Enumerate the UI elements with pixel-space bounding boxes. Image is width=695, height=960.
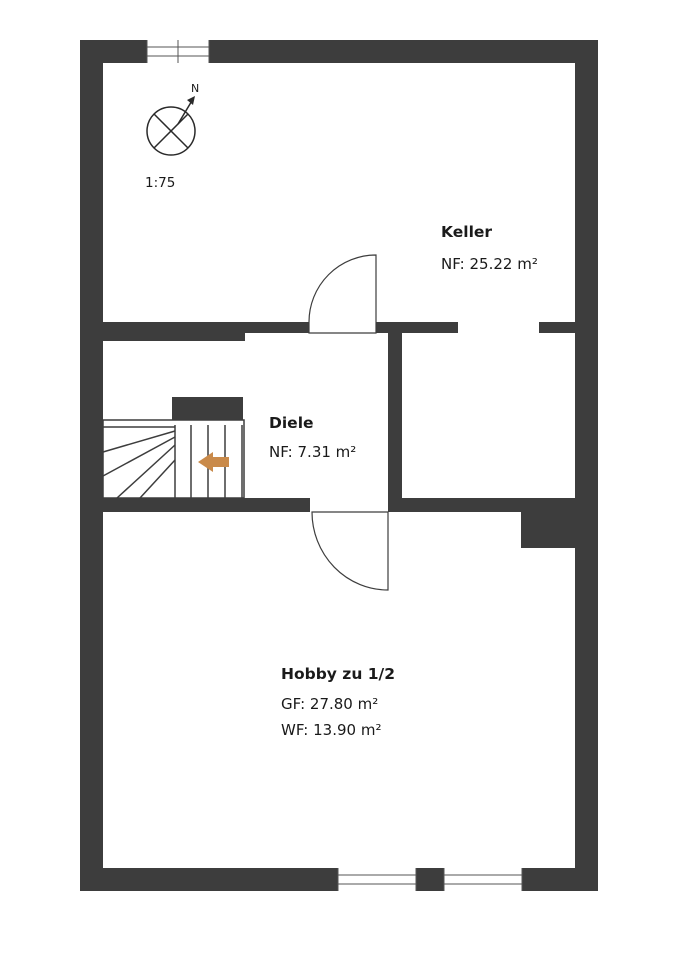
wall-keller-diele-left-thick	[103, 322, 245, 341]
north-label: N	[191, 82, 199, 95]
wall-right	[575, 40, 598, 891]
room-area-diele: NF: 7.31 m²	[269, 443, 356, 461]
room-diele: Diele NF: 7.31 m²	[269, 414, 356, 461]
window-bottom-right	[443, 868, 523, 891]
room-hobby: Hobby zu 1/2 GF: 27.80 m² WF: 13.90 m²	[281, 665, 395, 739]
wall-keller-diele-mid	[376, 322, 458, 333]
compass-icon	[146, 106, 196, 156]
interior-walls	[103, 322, 575, 548]
stair-direction-arrow	[198, 452, 229, 472]
wall-keller-right	[539, 322, 575, 333]
room-name-keller: Keller	[441, 223, 492, 241]
room-name-diele: Diele	[269, 414, 314, 432]
door-keller	[308, 254, 377, 334]
room-keller: Keller NF: 25.22 m²	[441, 223, 538, 273]
wall-left	[80, 40, 103, 891]
window-top	[146, 40, 210, 63]
wall-diele-right	[388, 322, 402, 498]
room-area-keller: NF: 25.22 m²	[441, 255, 538, 273]
chimney	[521, 498, 575, 548]
window-bottom-left	[337, 868, 417, 891]
room-name-hobby: Hobby zu 1/2	[281, 665, 395, 683]
compass: N	[146, 82, 199, 156]
north-arrow-icon	[187, 96, 195, 105]
scale-label: 1:75	[145, 175, 175, 191]
door-hobby	[311, 511, 389, 591]
room-wf-hobby: WF: 13.90 m²	[281, 721, 381, 739]
room-gf-hobby: GF: 27.80 m²	[281, 695, 378, 713]
wall-diele-hobby-left	[103, 498, 310, 512]
